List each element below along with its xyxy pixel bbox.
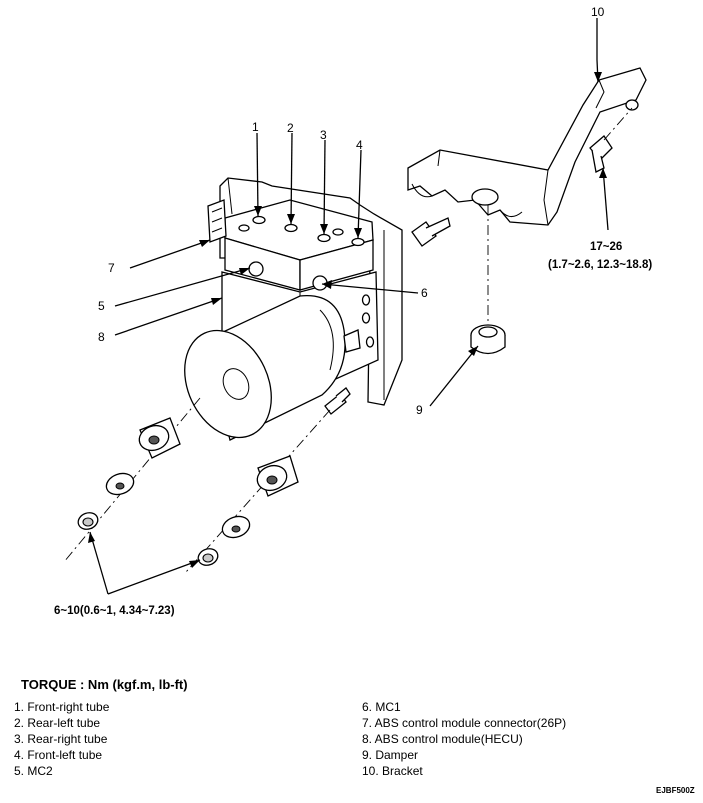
callout-6: 6 [421, 286, 428, 300]
left-mount-stack [63, 397, 201, 563]
arrowheads [88, 72, 607, 568]
bracket-bolt-torque-nm: 17~26 [590, 241, 622, 253]
callout-7: 7 [108, 261, 115, 275]
leader-lines [89, 18, 609, 595]
bracket-bolt [589, 107, 633, 173]
mount-nut-torque: 6~10(0.6~1, 4.34~7.23) [54, 605, 175, 617]
legend-item-3: 3. Rear-right tube [14, 732, 108, 746]
legend-item-5: 5. MC2 [14, 764, 53, 778]
callout-4: 4 [356, 138, 363, 152]
callout-8: 8 [98, 330, 105, 344]
callout-2: 2 [287, 121, 294, 135]
callout-10: 10 [591, 5, 605, 19]
bracket-bolt-torque-detail: (1.7~2.6, 12.3~18.8) [548, 259, 652, 271]
callout-9: 9 [416, 403, 423, 417]
legend-item-8: 8. ABS control module(HECU) [362, 732, 523, 746]
legend-item-6: 6. MC1 [362, 700, 401, 714]
legend-item-9: 9. Damper [362, 748, 419, 762]
callout-1: 1 [252, 120, 259, 134]
legend-left-column: 1. Front-right tube 2. Rear-left tube 3.… [14, 699, 109, 779]
legend-item-4: 4. Front-left tube [14, 748, 103, 762]
callout-3: 3 [320, 128, 327, 142]
legend-item-2: 2. Rear-left tube [14, 716, 101, 730]
right-mount-stack [185, 409, 331, 573]
hecu-module [184, 177, 403, 441]
damper [470, 324, 506, 355]
figure-code: EJBF500Z [656, 786, 695, 795]
torque-heading: TORQUE : Nm (kgf.m, lb-ft) [21, 677, 188, 692]
legend-item-10: 10. Bracket [362, 764, 423, 778]
callout-5: 5 [98, 299, 105, 313]
legend-right-column: 6. MC1 7. ABS control module connector(2… [362, 699, 566, 779]
legend-item-1: 1. Front-right tube [14, 700, 110, 714]
bracket-side-bolt [411, 217, 451, 247]
bracket [407, 67, 647, 226]
legend-item-7: 7. ABS control module connector(26P) [362, 716, 567, 730]
